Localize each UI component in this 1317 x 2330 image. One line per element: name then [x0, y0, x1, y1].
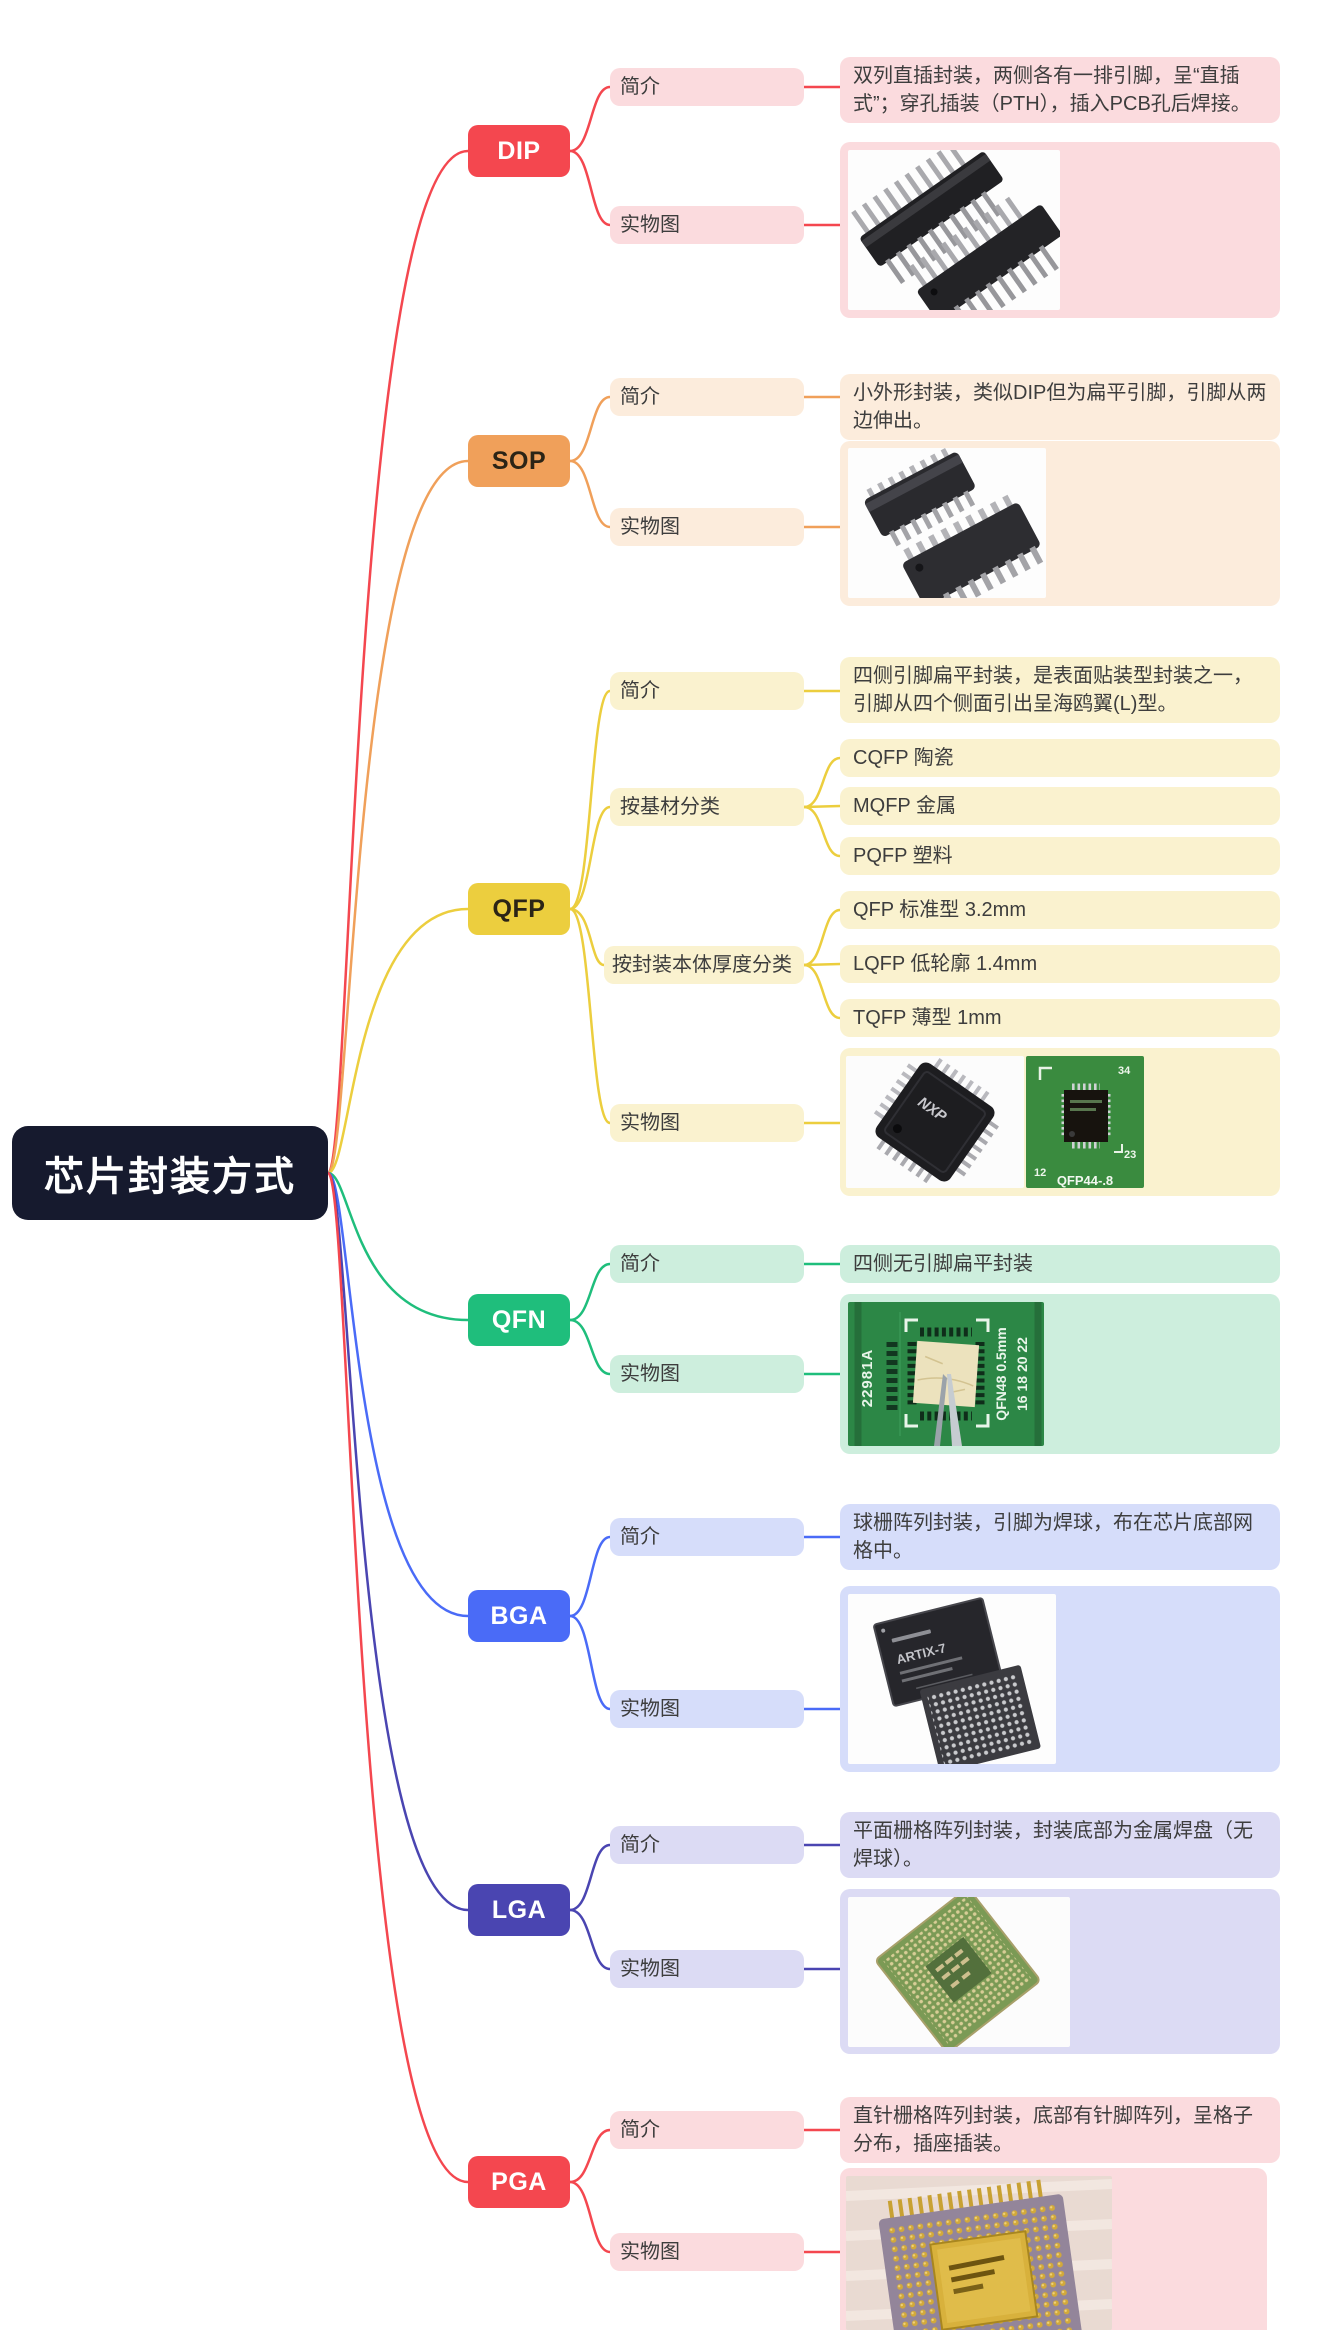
lga-package-photo	[848, 1897, 1070, 2047]
qfp-pcb-pin12-text: 12	[1034, 1167, 1046, 1179]
branch-node-pga[interactable]: PGA	[468, 2156, 570, 2208]
intro-pill-qfn[interactable]: 简介	[610, 1245, 804, 1283]
material-item-cqfp[interactable]: CQFP 陶瓷	[840, 739, 1280, 777]
photo-pill-qfn[interactable]: 实物图	[610, 1355, 804, 1393]
photo-pill-lga[interactable]: 实物图	[610, 1950, 804, 1988]
photo-pill-bga[interactable]: 实物图	[610, 1690, 804, 1728]
lga-connectors	[326, 1171, 842, 1971]
branch-node-sop[interactable]: SOP	[468, 435, 570, 487]
thickness-item-tqfp[interactable]: TQFP 薄型 1mm	[840, 999, 1280, 1037]
qfn-silk-right2-text: 16 18 20 22	[1014, 1337, 1030, 1411]
sop-package-photo	[848, 448, 1046, 598]
qfp-chip-photo: NXP	[846, 1056, 1024, 1188]
intro-desc-pga[interactable]: 直针栅格阵列封装，底部有针脚阵列，呈格子分布，插座插装。	[840, 2097, 1280, 2163]
photo-pill-pga[interactable]: 实物图	[610, 2233, 804, 2271]
dip-connectors	[326, 85, 842, 1175]
pga-connectors	[326, 1171, 842, 2254]
dip-package-photo	[848, 150, 1060, 310]
qfn-silk-right1-text: QFN48 0.5mm	[993, 1327, 1009, 1420]
intro-desc-bga[interactable]: 球栅阵列封装，引脚为焊球，布在芯片底部网格中。	[840, 1504, 1280, 1570]
thickness-item-qfp[interactable]: QFP 标准型 3.2mm	[840, 891, 1280, 929]
intro-pill-bga[interactable]: 简介	[610, 1518, 804, 1556]
photo-pill-dip[interactable]: 实物图	[610, 206, 804, 244]
bga-connectors	[326, 1171, 842, 1711]
qfn-silk-left-text: 22981A	[859, 1349, 876, 1408]
intro-desc-lga[interactable]: 平面栅格阵列封装，封装底部为金属焊盘（无焊球）。	[840, 1812, 1280, 1878]
intro-pill-dip[interactable]: 简介	[610, 68, 804, 106]
thickness-item-lqfp[interactable]: LQFP 低轮廓 1.4mm	[840, 945, 1280, 983]
intro-pill-pga[interactable]: 简介	[610, 2111, 804, 2149]
qfp-connectors	[326, 689, 842, 1175]
qfp-pcb-pin34-text: 34	[1118, 1065, 1131, 1077]
material-pill-qfp[interactable]: 按基材分类	[610, 788, 804, 826]
thickness-pill-qfp[interactable]: 按封装本体厚度分类	[604, 946, 804, 984]
root-node[interactable]: 芯片封装方式	[12, 1126, 328, 1220]
qfn-connectors	[326, 1171, 842, 1376]
intro-pill-sop[interactable]: 简介	[610, 378, 804, 416]
branch-node-qfn[interactable]: QFN	[468, 1294, 570, 1346]
qfp-pcb-caption-text: QFP44-.8	[1057, 1173, 1113, 1188]
pga-package-photo	[846, 2176, 1112, 2330]
intro-desc-sop[interactable]: 小外形封装，类似DIP但为扁平引脚，引脚从两边伸出。	[840, 374, 1280, 440]
intro-pill-qfp[interactable]: 简介	[610, 672, 804, 710]
branch-node-dip[interactable]: DIP	[468, 125, 570, 177]
material-item-pqfp[interactable]: PQFP 塑料	[840, 837, 1280, 875]
sop-connectors	[326, 395, 842, 1175]
photo-pill-sop[interactable]: 实物图	[610, 508, 804, 546]
intro-desc-qfn[interactable]: 四侧无引脚扁平封装	[840, 1245, 1280, 1283]
branch-node-qfp[interactable]: QFP	[468, 883, 570, 935]
photo-pill-qfp[interactable]: 实物图	[610, 1104, 804, 1142]
bga-package-photo: ARTIX-7	[848, 1594, 1056, 1764]
qfn-package-photo: 22981A QFN48 0.5mm 16 18 20 22	[848, 1302, 1044, 1446]
qfp-pcb-photo: 34 23 12 QFP44-.8	[1026, 1056, 1144, 1188]
branch-node-lga[interactable]: LGA	[468, 1884, 570, 1936]
intro-pill-lga[interactable]: 简介	[610, 1826, 804, 1864]
branch-node-bga[interactable]: BGA	[468, 1590, 570, 1642]
material-item-mqfp[interactable]: MQFP 金属	[840, 787, 1280, 825]
intro-desc-dip[interactable]: 双列直插封装，两侧各有一排引脚，呈“直插式”；穿孔插装（PTH），插入PCB孔后…	[840, 57, 1280, 123]
intro-desc-qfp[interactable]: 四侧引脚扁平封装，是表面贴装型封装之一，引脚从四个侧面引出呈海鸥翼(L)型。	[840, 657, 1280, 723]
qfp-pcb-pin23-text: 23	[1124, 1149, 1136, 1161]
